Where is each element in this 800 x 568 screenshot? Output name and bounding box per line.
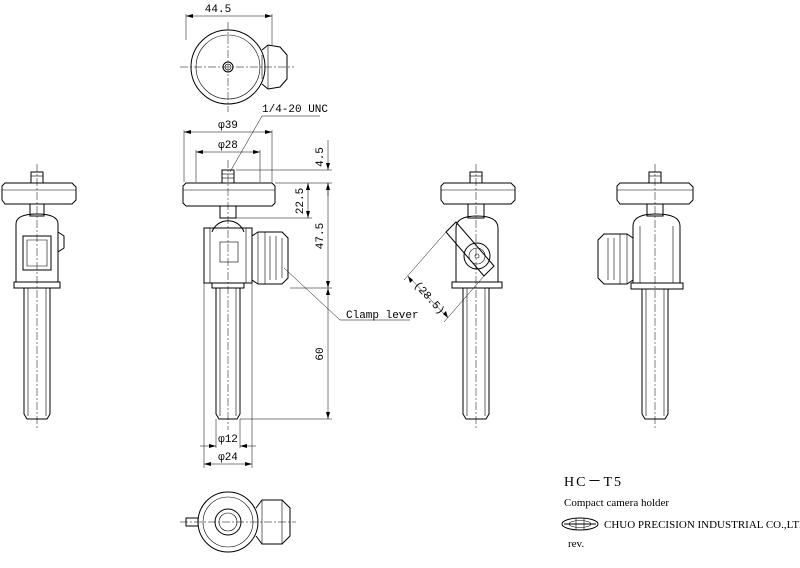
revision-label: rev. [568, 538, 584, 550]
dim-dia-28: φ28 [218, 140, 238, 152]
product-description: Compact camera holder [564, 497, 669, 509]
top-view: 44.5 [180, 4, 294, 112]
model-number: HC－T5 [564, 475, 623, 490]
dim-h-60: 60 [315, 347, 327, 360]
title-block: HC－T5 Compact camera holder CHUO PRECISI… [561, 475, 800, 550]
tilted-side-view: (28.5) [403, 164, 516, 430]
bottom-view [180, 491, 296, 553]
dim-dia-39: φ39 [218, 120, 238, 132]
company-logo [561, 517, 599, 531]
clamp-lever-label: Clamp lever [346, 310, 419, 322]
dim-dia-24: φ24 [218, 452, 238, 464]
right-side-view [597, 164, 694, 430]
front-view: φ39 φ28 1/4-20 UNC 4.5 22.5 47.5 [182, 104, 419, 468]
dim-top-width: 44.5 [205, 4, 231, 16]
dim-h-22-5: 22.5 [295, 188, 307, 214]
company-name: CHUO PRECISION INDUSTRIAL CO.,LTD. [604, 519, 800, 531]
dim-thread: 1/4-20 UNC [262, 104, 328, 116]
left-side-view [1, 164, 77, 430]
dim-dia-12: φ12 [218, 434, 238, 446]
dim-h-4-5: 4.5 [315, 147, 327, 167]
dim-h-47-5: 47.5 [315, 223, 327, 249]
